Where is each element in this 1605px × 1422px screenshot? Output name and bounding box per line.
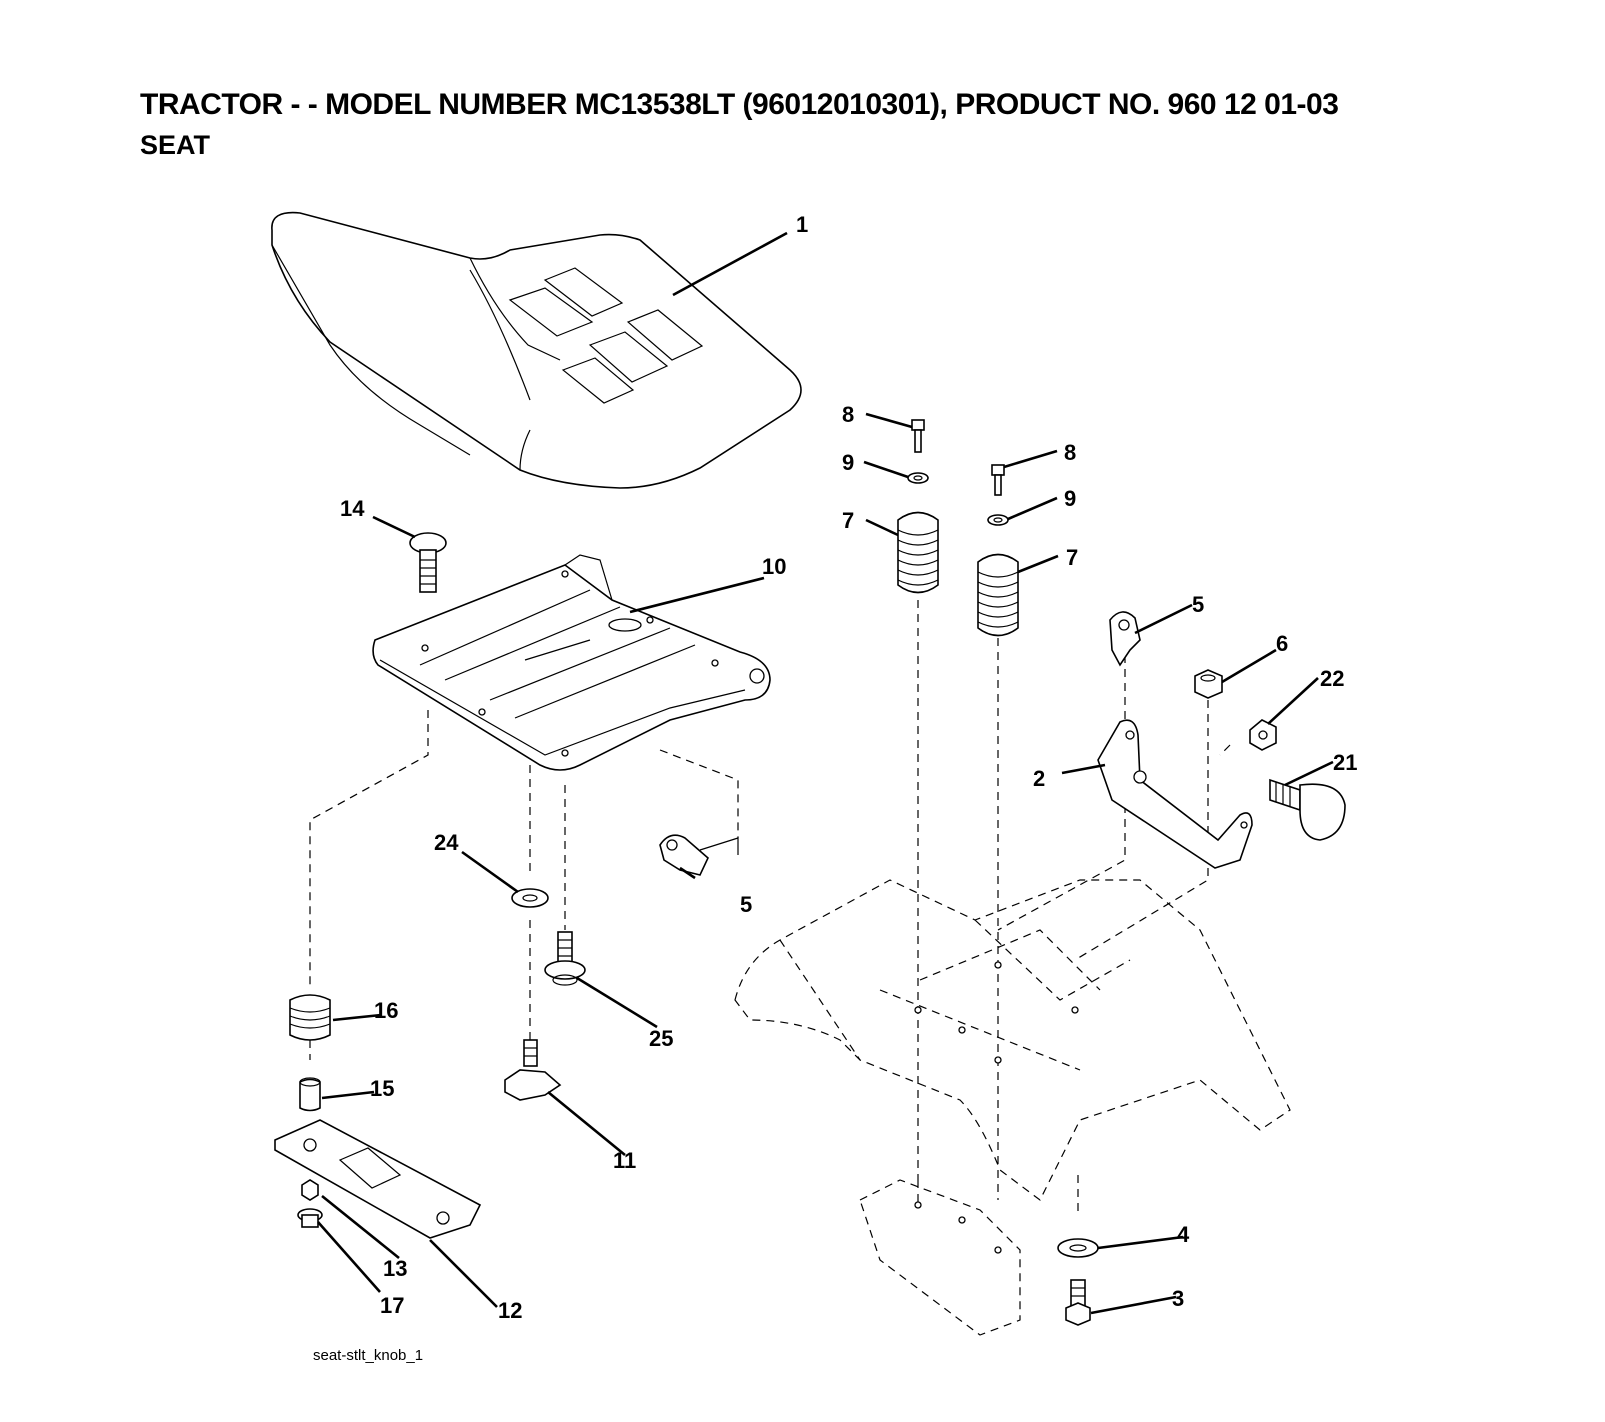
callout-7-right: 7 xyxy=(1066,545,1078,570)
carriage-bolt-part xyxy=(409,532,447,593)
callout-9-left: 9 xyxy=(842,450,854,475)
callout-labels: 1 8 8 9 9 7 7 14 10 5 5 6 22 2 21 24 25 … xyxy=(340,212,1357,1323)
clip-part-lower xyxy=(659,834,739,876)
spring-assembly-left xyxy=(897,419,939,594)
callout-3: 3 xyxy=(1172,1286,1184,1311)
bracket-part xyxy=(1097,719,1253,869)
compression-spring-part xyxy=(289,994,331,1041)
seat-pan-part xyxy=(372,554,771,771)
callout-9-right: 9 xyxy=(1064,486,1076,511)
callout-15: 15 xyxy=(370,1076,394,1101)
callout-14: 14 xyxy=(340,496,365,521)
washer-part-4 xyxy=(1057,1238,1099,1258)
callout-17: 17 xyxy=(380,1293,404,1318)
tractor-body-outline xyxy=(734,879,1291,1336)
spacer-part xyxy=(299,1077,321,1112)
page-subtitle: SEAT xyxy=(140,130,211,160)
callout-5-upper: 5 xyxy=(1192,592,1204,617)
knob-bolt-part xyxy=(1269,778,1346,841)
callout-10: 10 xyxy=(762,554,786,579)
shoulder-bolt-part xyxy=(544,931,586,986)
callout-22: 22 xyxy=(1320,666,1344,691)
callout-7-left: 7 xyxy=(842,508,854,533)
flange-nut-part-17 xyxy=(297,1208,323,1228)
page-title: TRACTOR - - MODEL NUMBER MC13538LT (9601… xyxy=(140,88,1339,121)
seat-adjust-knob-part xyxy=(504,1039,562,1101)
leader-lines xyxy=(317,231,1334,1315)
washer-part-24 xyxy=(511,888,549,908)
nut-part-22 xyxy=(1249,719,1277,751)
seat-part xyxy=(271,211,802,489)
nut-part-6 xyxy=(1194,669,1223,699)
callout-12: 12 xyxy=(498,1298,522,1323)
callout-5-lower: 5 xyxy=(740,892,752,917)
callout-13: 13 xyxy=(383,1256,407,1281)
callout-8-right: 8 xyxy=(1064,440,1076,465)
figure-id: seat-stlt_knob_1 xyxy=(313,1347,424,1364)
callout-6: 6 xyxy=(1276,631,1288,656)
callout-16: 16 xyxy=(374,998,398,1023)
spring-assembly-right xyxy=(977,464,1019,637)
callout-8-left: 8 xyxy=(842,402,854,427)
clip-part-upper xyxy=(1109,611,1141,667)
assembly-lines xyxy=(309,600,1231,1215)
callout-11: 11 xyxy=(613,1148,636,1173)
callout-24: 24 xyxy=(434,830,459,855)
callout-1: 1 xyxy=(796,212,808,237)
callout-4: 4 xyxy=(1177,1222,1190,1247)
callout-2: 2 xyxy=(1033,766,1045,791)
callout-25: 25 xyxy=(649,1026,673,1051)
nut-part-13 xyxy=(301,1179,319,1201)
hex-bolt-part-3 xyxy=(1065,1279,1091,1326)
adjuster-plate-part xyxy=(274,1119,482,1239)
callout-21: 21 xyxy=(1333,750,1357,775)
